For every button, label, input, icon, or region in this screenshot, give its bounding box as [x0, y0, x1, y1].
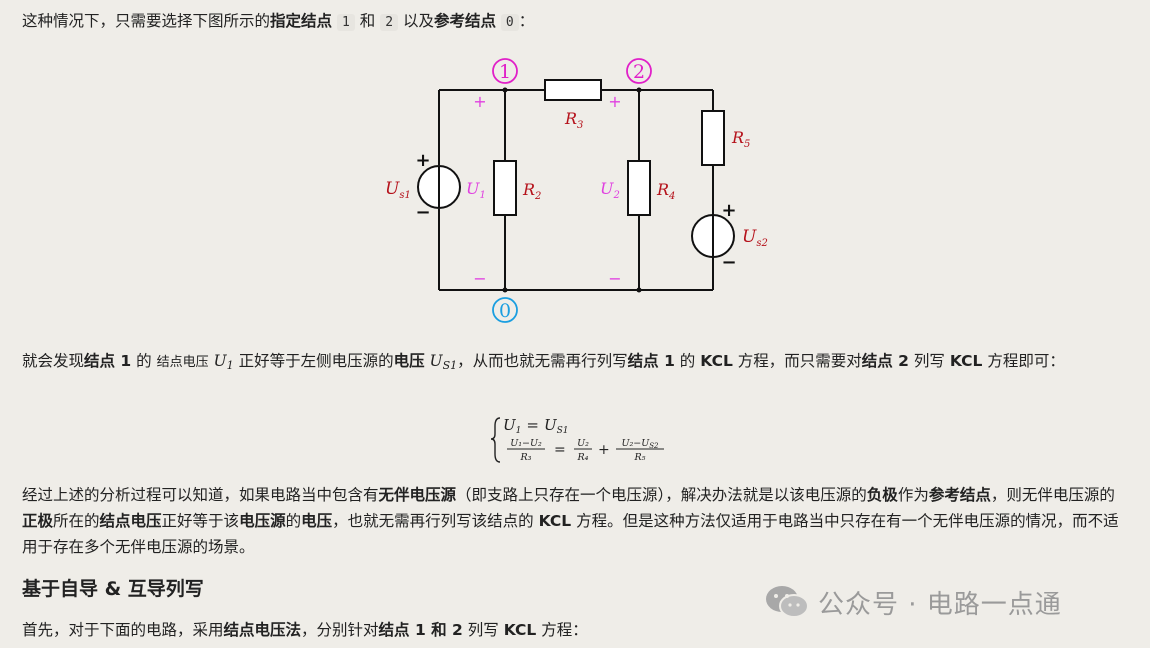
- watermark: 公众号 · 电路一点通: [764, 582, 1062, 622]
- circuit-wires: [438, 89, 714, 291]
- node-0-label: 0: [499, 300, 511, 322]
- watermark-text: 公众号 · 电路一点通: [818, 589, 1062, 620]
- resistor-r3: [544, 79, 602, 101]
- equation-system: U1=US1 U₁−U₂ R₃ = U₂ R₄ + U₂−US2 R₅: [490, 416, 664, 463]
- paragraph-summary: 经过上述的分析过程可以知道，如果电路当中包含有无伴电压源（即支路上只存在一个电压…: [22, 486, 1119, 556]
- math-us1: US1: [429, 352, 458, 372]
- inline-code: 2: [380, 14, 399, 31]
- wechat-icon: [766, 586, 809, 618]
- fraction-3-numerator: U₂−US2: [621, 438, 659, 450]
- inline-code: 0: [500, 14, 519, 31]
- node-0-marker: [492, 297, 518, 323]
- fraction-1-denominator: R₃: [520, 452, 532, 463]
- resistor-r2: [493, 160, 517, 216]
- us1-plus: +: [415, 150, 430, 171]
- u1-minus: −: [473, 269, 486, 288]
- junction-dot: [502, 287, 508, 293]
- u2-plus: +: [608, 92, 621, 111]
- equals-sign: =: [554, 442, 566, 458]
- us1-minus: −: [415, 202, 430, 223]
- us1-label: Us1: [385, 179, 411, 201]
- u1-label: U1: [466, 179, 486, 201]
- math-u1: U1: [213, 352, 234, 372]
- section-heading: 基于自导 & 互导列写: [22, 578, 204, 600]
- bold-text: 参考结点: [433, 12, 496, 30]
- fraction-2-numerator: U₂: [577, 438, 589, 449]
- us2-plus: +: [721, 200, 736, 221]
- circuit-diagram: 1 2 0 + + − − + − + − R3 R2 R4 R5 Us1 Us…: [385, 58, 768, 323]
- paragraph-intro-circuit: 首先，对于下面的电路，采用结点电压法，分别针对结点 1 和 2 列写 KCL 方…: [22, 621, 588, 639]
- node-2-marker: [626, 58, 652, 84]
- us2-minus: −: [721, 252, 736, 273]
- left-brace: [490, 417, 501, 463]
- intro-text: 和: [359, 12, 376, 30]
- intro-text: 这种情况下，只需要选择下图所示的: [22, 12, 271, 30]
- r3-label: R3: [564, 109, 583, 131]
- junction-dot: [636, 87, 642, 93]
- paragraph-node-voltage: 就会发现结点 1 的 结点电压 U1 正好等于左侧电压源的电压 US1，从而也就…: [22, 352, 1065, 372]
- r5-label: R5: [731, 128, 750, 150]
- node-2-label: 2: [633, 61, 645, 83]
- resistor-r4: [627, 160, 651, 216]
- node-1-label: 1: [499, 61, 511, 83]
- u2-label: U2: [600, 179, 620, 201]
- bold-text: 指定结点: [270, 12, 333, 30]
- u1-plus: +: [473, 92, 486, 111]
- junction-dot: [636, 287, 642, 293]
- r2-label: R2: [522, 180, 541, 202]
- r4-label: R4: [656, 180, 675, 202]
- us2-label: Us2: [742, 227, 768, 249]
- fraction-2-denominator: R₄: [577, 452, 589, 463]
- node-1-marker: [492, 58, 518, 84]
- fraction-3-denominator: R₅: [634, 452, 646, 463]
- u2-minus: −: [608, 269, 621, 288]
- junction-dot: [502, 87, 508, 93]
- equation-line-1: U1=US1: [503, 416, 569, 436]
- resistor-r5: [701, 110, 725, 166]
- intro-text: 以及: [402, 12, 434, 30]
- fraction-1-numerator: U₁−U₂: [510, 438, 542, 449]
- intro-paragraph: 这种情况下，只需要选择下图所示的指定结点 1 和 2 以及参考结点 0：: [22, 8, 1128, 36]
- plus-sign: +: [598, 442, 610, 458]
- inline-code: 1: [336, 14, 355, 31]
- intro-text: ：: [518, 12, 535, 30]
